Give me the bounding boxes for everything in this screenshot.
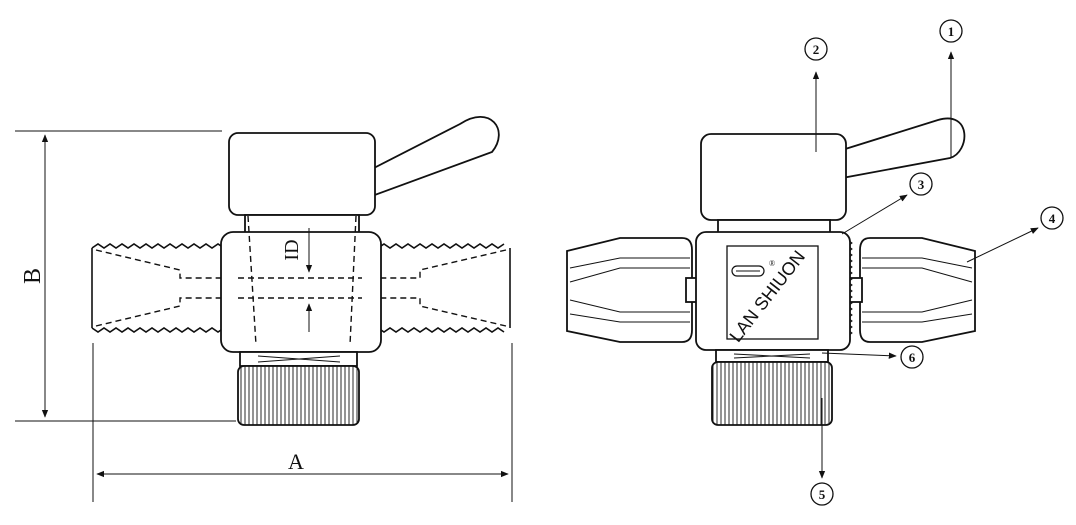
right-knurled-knob — [711, 361, 833, 426]
left-view: B A — [15, 116, 513, 502]
registered-mark: ® — [769, 259, 775, 268]
callout-4: 4 — [1040, 206, 1064, 230]
svg-text:3: 3 — [918, 177, 925, 192]
left-threaded-tube — [91, 243, 238, 333]
callout-leaders — [812, 51, 1039, 479]
callout-3: 3 — [909, 172, 933, 196]
right-threaded-tube — [362, 243, 511, 333]
svg-text:4: 4 — [1049, 211, 1056, 226]
dim-b-label: B — [20, 268, 46, 284]
svg-text:5: 5 — [819, 487, 826, 502]
dim-id-label: ID — [281, 239, 303, 260]
right-view: ® LAN SHIUON 1 2 3 — [566, 19, 1064, 506]
right-hose-nut — [837, 237, 976, 343]
left-hose-nut — [566, 237, 699, 343]
svg-text:1: 1 — [948, 24, 955, 39]
lever-handle — [369, 116, 500, 198]
right-valve-cap — [700, 133, 847, 221]
callout-1: 1 — [939, 19, 963, 43]
knurled-knob — [237, 365, 360, 426]
right-lever-handle — [841, 117, 966, 180]
callout-6: 6 — [900, 345, 924, 369]
brand-logo-icon — [731, 265, 765, 277]
dim-a-label: A — [288, 449, 304, 474]
dimension-id: ID — [281, 228, 313, 332]
svg-text:6: 6 — [909, 350, 916, 365]
callout-5: 5 — [810, 482, 834, 506]
valve-stem — [244, 214, 360, 234]
dimension-a: A — [92, 343, 513, 502]
callout-2: 2 — [804, 37, 828, 61]
brand-plate — [726, 245, 819, 340]
dimension-b: B — [15, 130, 236, 422]
valve-cap — [228, 132, 376, 216]
svg-text:2: 2 — [813, 42, 820, 57]
